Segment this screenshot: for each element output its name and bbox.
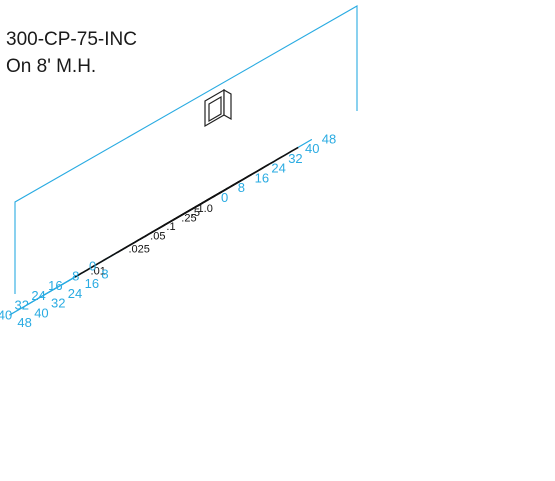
right-axis-tick: 48 [322, 131, 336, 146]
contour-label: .05 [150, 231, 165, 243]
contour-.01 [74, 146, 299, 278]
right-axis-tick: 24 [271, 161, 285, 176]
right-axis-tick: 24 [68, 286, 82, 301]
isofootcandle-contours [74, 146, 299, 278]
right-axis-tick: 8 [101, 266, 108, 281]
fixture-icon [204, 88, 232, 128]
axis-tick-labels: 1.0.5.25.1.05.025.0108162432404848403224… [0, 131, 336, 330]
right-axis-tick: 48 [17, 315, 31, 330]
right-axis-tick: 32 [51, 296, 65, 311]
left-axis-tick: 40 [0, 307, 12, 322]
contour-label: .1 [166, 221, 175, 233]
contour-label: .25 [181, 213, 196, 225]
contour-label: .025 [128, 243, 149, 255]
fixture-title-line1: 300-CP-75-INC [6, 29, 137, 50]
right-axis-tick: 40 [305, 141, 319, 156]
contour-label: .5 [191, 207, 200, 219]
right-axis-tick: 0 [221, 190, 228, 205]
right-axis-tick: 40 [34, 305, 48, 320]
fixture-title-line2: On 8' M.H. [6, 56, 97, 77]
left-axis-tick: 16 [48, 278, 62, 293]
right-axis-tick: 16 [255, 170, 269, 185]
left-axis-tick: 8 [72, 268, 79, 283]
left-axis-tick: 24 [31, 288, 45, 303]
right-axis-tick: 8 [238, 180, 245, 195]
contour-label: .01 [91, 265, 106, 277]
right-axis-tick: 16 [85, 276, 99, 291]
left-axis-tick: 32 [15, 298, 29, 313]
left-axis-tick: 0 [89, 259, 96, 274]
contour-label: 1.0 [198, 203, 213, 215]
right-axis-tick: 32 [288, 151, 302, 166]
wall-plane [14, 5, 358, 294]
